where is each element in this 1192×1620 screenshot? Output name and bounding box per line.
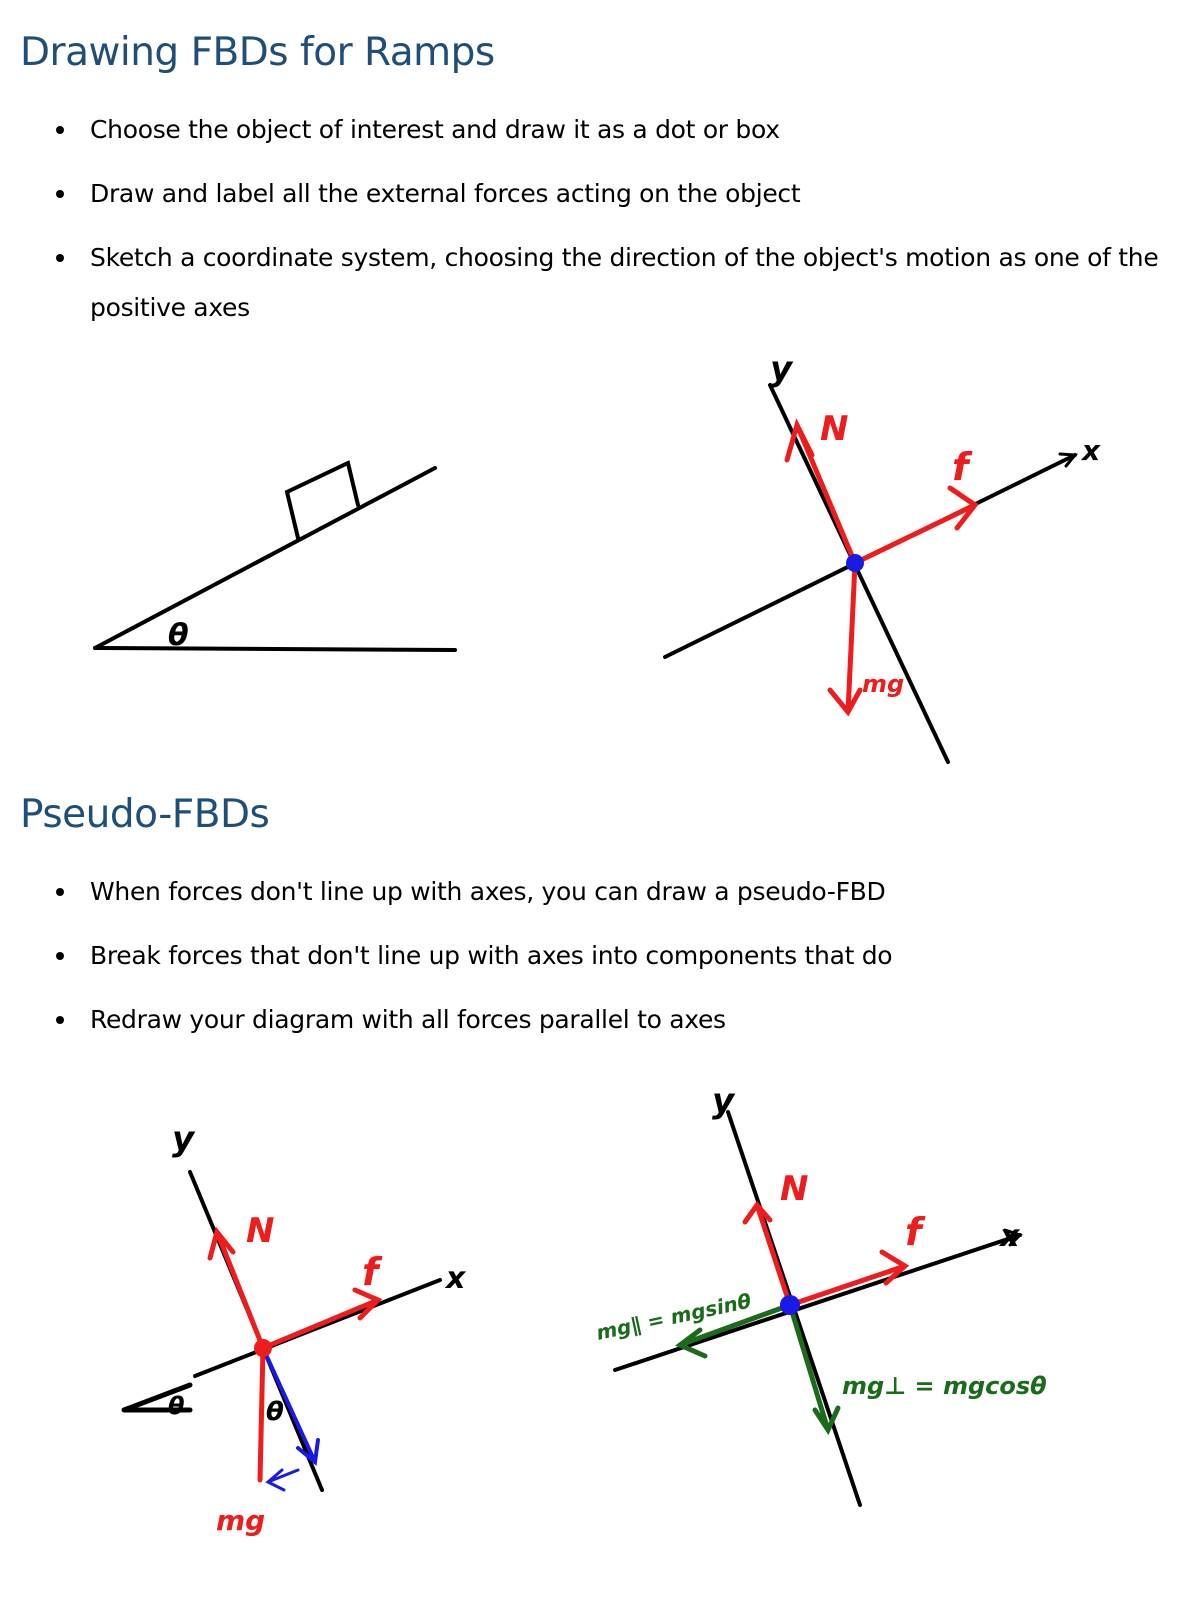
right-x-label: x [998,1219,1021,1254]
right-friction-label: f [905,1210,926,1254]
x-axis-arrowhead [1058,452,1079,468]
object-point-icon [780,1295,800,1315]
list-item: Choose the object of interest and draw i… [0,105,1170,155]
weight-force-arrow [827,560,863,717]
weight-force-arrow [257,1345,266,1483]
list-item: Sketch a coordinate system, choosing the… [0,233,1170,333]
fbd-diagram [663,383,1079,764]
pseudo-bullet-list: When forces don't line up with axes, you… [0,867,1170,1059]
incline-wedge [121,1382,193,1413]
friction-force-arrow [260,1287,383,1351]
right-y-label: y [712,1081,736,1121]
fbd-friction-label: f [952,445,973,489]
list-item: Redraw your diagram with all forces para… [0,995,1170,1045]
normal-force-arrow [207,1226,266,1351]
pseudo-fbd-right [613,1110,1023,1507]
fbd-x-label: x [1080,434,1101,467]
x-axis-line [193,1278,442,1378]
right-perp-label: mg⊥ = mgcosθ [842,1372,1047,1400]
y-axis-line [768,383,950,764]
weight-component-arrow-small [265,1468,300,1492]
fbd-weight-label: mg [862,670,904,698]
list-item: Draw and label all the external forces a… [0,169,1170,219]
ramp-angle-label: θ [168,618,189,653]
friction-force-arrow [852,485,979,566]
y-axis-line [188,1170,324,1492]
perpendicular-component-arrow [787,1302,841,1436]
weight-component-arrow [261,1346,320,1466]
section-title-ramps: Drawing FBDs for Ramps [20,30,495,75]
pseudo-fbd-left [121,1170,442,1492]
right-parallel-label: mg∥ = mgsinθ [594,1289,754,1345]
left-weight-label: mg [216,1504,265,1537]
x-axis-arrowhead [1003,1228,1023,1247]
normal-force-arrow [784,418,858,566]
left-normal-label: N [246,1211,274,1251]
right-normal-label: N [780,1169,808,1209]
fbd-normal-label: N [820,409,848,449]
x-axis-line [613,1233,1022,1372]
ramp-base-line [93,646,457,652]
left-x-label: x [444,1261,467,1296]
list-item: Break forces that don't line up with axe… [0,931,1170,981]
y-axis-line [726,1110,862,1507]
object-point-icon [254,1339,272,1357]
box-shape [284,460,360,540]
section-title-pseudo-fbds: Pseudo-FBDs [20,792,270,837]
ramp-diagram [93,460,457,652]
friction-force-arrow [787,1249,910,1308]
list-item: When forces don't line up with axes, you… [0,867,1170,917]
left-friction-label: f [362,1250,383,1294]
fbd-y-label: y [770,349,794,389]
object-point-icon [846,554,864,572]
parallel-component-arrow [675,1302,793,1359]
x-axis-line [663,453,1077,659]
normal-force-arrow [742,1200,793,1308]
ramp-incline-line [93,466,437,650]
left-ramp-angle-label: θ [168,1392,185,1420]
left-weight-angle-label: θ [266,1397,284,1427]
ramps-bullet-list: Choose the object of interest and draw i… [0,105,1170,347]
left-y-label: y [172,1119,196,1159]
